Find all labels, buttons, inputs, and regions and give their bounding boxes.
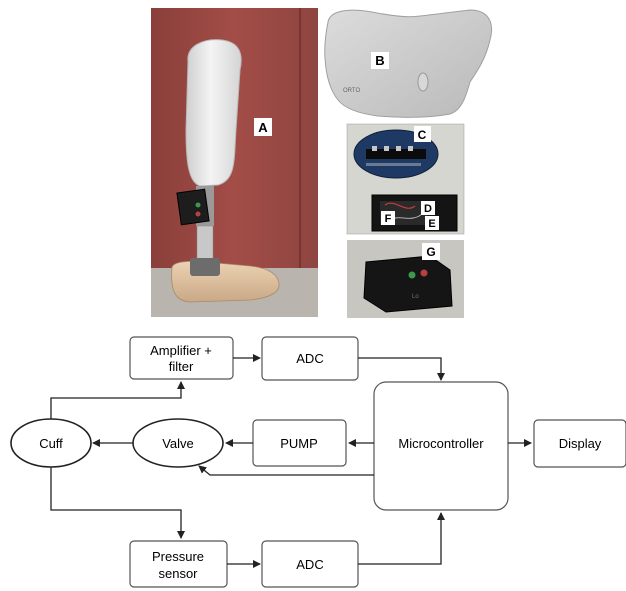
photo-label-c: C <box>418 128 427 142</box>
arrow-microcontroller-to-valve <box>198 465 374 476</box>
arrow-cuff-to-amplifier <box>50 381 185 419</box>
arrow-cuff-to-pressure-sensor <box>50 467 185 539</box>
photo-panel-c: C D E F <box>346 123 465 235</box>
pump-label: PUMP <box>280 436 318 451</box>
microcontroller-label: Microcontroller <box>398 436 484 451</box>
arrow-adc-to-microcontroller <box>358 357 445 381</box>
photo-label-d: D <box>424 203 432 215</box>
display-label: Display <box>559 436 602 451</box>
arrow-adc-bottom-to-microcontroller <box>358 512 445 565</box>
photo-panels: A ORTO B C D E F <box>151 8 493 318</box>
photo-panel-a: A <box>151 8 318 317</box>
pressure-sensor-label-line2: sensor <box>158 566 198 581</box>
photo-label-g: G <box>426 245 435 259</box>
amplifier-label-line2: filter <box>169 359 194 374</box>
display-box <box>533 419 626 468</box>
adc-bottom-label: ADC <box>296 557 323 572</box>
photo-panel-b: ORTO B <box>324 9 493 118</box>
photo-label-e: E <box>428 218 435 230</box>
cuff-label: Cuff <box>39 436 63 451</box>
photo-label-b: B <box>375 53 384 68</box>
photo-label-f: F <box>385 213 392 225</box>
microcontroller-box <box>373 381 509 511</box>
valve-label: Valve <box>162 436 194 451</box>
amplifier-label-line1: Amplifier + <box>150 343 212 358</box>
svg-text:ORTO: ORTO <box>343 88 360 94</box>
block-diagram: Amplifier + filter ADC Cuff Valve PUMP M… <box>10 336 626 588</box>
photo-label-a: A <box>258 120 268 135</box>
photo-panel-g: Lo G <box>347 240 464 318</box>
adc-top-label: ADC <box>296 351 323 366</box>
svg-text:Lo: Lo <box>412 294 419 300</box>
pressure-sensor-label-line1: Pressure <box>152 549 204 564</box>
